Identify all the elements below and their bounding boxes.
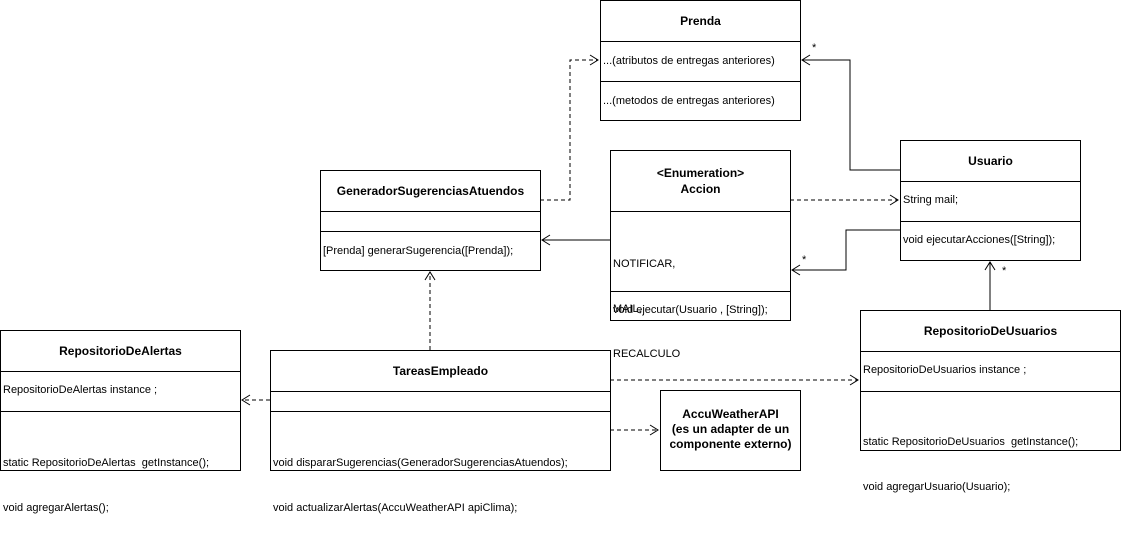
class-name: AccuWeatherAPI (es un adapter de un comp… <box>661 407 800 452</box>
class-methods: static RepositorioDeUsuarios getInstance… <box>863 405 1078 525</box>
divider <box>601 41 800 42</box>
class-name: RepositorioDeUsuarios <box>923 324 1058 338</box>
method: void agregarUsuario(Usuario); <box>863 481 1011 493</box>
class-methods: static RepositorioDeAlertas getInstance(… <box>3 426 209 546</box>
divider <box>901 181 1080 182</box>
divider <box>611 291 790 292</box>
class-name: TareasEmpleado <box>392 364 489 378</box>
method: void dispararSugerencias(GeneradorSugere… <box>273 457 568 469</box>
arrowhead <box>889 194 899 206</box>
class-attributes: String mail; <box>903 194 959 206</box>
class-name: Accion <box>680 182 721 196</box>
multiplicity-usuario-prenda: * <box>812 42 817 54</box>
class-repositorio-alertas[interactable]: RepositorioDeAlertas RepositorioDeAlerta… <box>0 330 241 514</box>
class-name: Usuario <box>968 154 1013 168</box>
class-repositorio-usuarios[interactable]: RepositorioDeUsuarios RepositorioDeUsuar… <box>860 310 1121 493</box>
class-name: Prenda <box>680 14 721 28</box>
class-attributes: RepositorioDeAlertas instance ; <box>3 384 158 396</box>
class-name-line: componente externo) <box>669 437 792 451</box>
divider <box>611 211 790 212</box>
enum-value: MAIL, <box>613 303 642 315</box>
divider <box>271 391 610 392</box>
arrowhead <box>791 264 801 276</box>
class-usuario[interactable]: Usuario String mail; void ejecutarAccion… <box>900 140 1081 261</box>
enum-value: NOTIFICAR, <box>613 258 676 270</box>
class-attributes: ...(atributos de entregas anteriores) <box>603 55 775 67</box>
divider <box>601 81 800 82</box>
class-methods: void ejecutarAcciones([String]); <box>903 234 1056 246</box>
arrowhead <box>849 374 859 386</box>
usuario-to-accion-association <box>792 229 900 271</box>
relationship-lines <box>241 54 996 436</box>
divider <box>861 391 1120 392</box>
arrowhead <box>541 234 551 246</box>
divider <box>1 371 240 372</box>
generador-to-prenda-dependency <box>540 59 598 201</box>
class-methods: ...(metodos de entregas anteriores) <box>603 95 775 107</box>
divider <box>271 411 610 412</box>
multiplicity-usuario-accion: * <box>802 254 807 266</box>
arrowhead <box>649 424 659 436</box>
method: static RepositorioDeUsuarios getInstance… <box>863 436 1079 448</box>
class-name-line: AccuWeatherAPI <box>682 407 779 421</box>
arrowhead <box>424 271 436 281</box>
divider <box>321 231 540 232</box>
enum-stereotype: <Enumeration> <box>656 166 745 180</box>
divider <box>1 411 240 412</box>
class-tareas-empleado[interactable]: TareasEmpleado void dispararSugerencias(… <box>270 350 611 514</box>
multiplicity-repo-usuario: * <box>1002 265 1007 277</box>
class-name: GeneradorSugerenciasAtuendos <box>336 184 525 198</box>
arrowhead <box>984 261 996 271</box>
class-attributes: RepositorioDeUsuarios instance ; <box>863 364 1027 376</box>
class-methods: void dispararSugerencias(GeneradorSugere… <box>273 426 568 546</box>
enum-value: RECALCULO <box>613 348 681 360</box>
arrowhead <box>589 54 599 66</box>
method: void actualizarAlertas(AccuWeatherAPI ap… <box>273 502 518 514</box>
class-generador-sugerencias[interactable]: GeneradorSugerenciasAtuendos [Prenda] ge… <box>320 170 541 271</box>
class-prenda[interactable]: Prenda ...(atributos de entregas anterio… <box>600 0 801 121</box>
method: void agregarAlertas(); <box>3 502 109 514</box>
arrowhead <box>801 54 811 66</box>
divider <box>321 211 540 212</box>
divider <box>901 221 1080 222</box>
enum-values: NOTIFICAR, MAIL, RECALCULO <box>613 227 680 392</box>
enum-accion[interactable]: <Enumeration> Accion NOTIFICAR, MAIL, RE… <box>610 150 791 360</box>
class-name: RepositorioDeAlertas <box>59 344 182 358</box>
method: static RepositorioDeAlertas getInstance(… <box>3 457 210 469</box>
class-name-line: (es un adapter de un <box>671 422 790 436</box>
class-methods: void ejecutar(Usuario , [String]); <box>613 304 768 316</box>
divider <box>861 351 1120 352</box>
class-methods: [Prenda] generarSugerencia([Prenda]); <box>323 245 514 257</box>
class-accuweather-api[interactable]: AccuWeatherAPI (es un adapter de un comp… <box>660 390 801 471</box>
arrowhead <box>241 394 251 406</box>
usuario-to-prenda-association <box>802 59 900 171</box>
